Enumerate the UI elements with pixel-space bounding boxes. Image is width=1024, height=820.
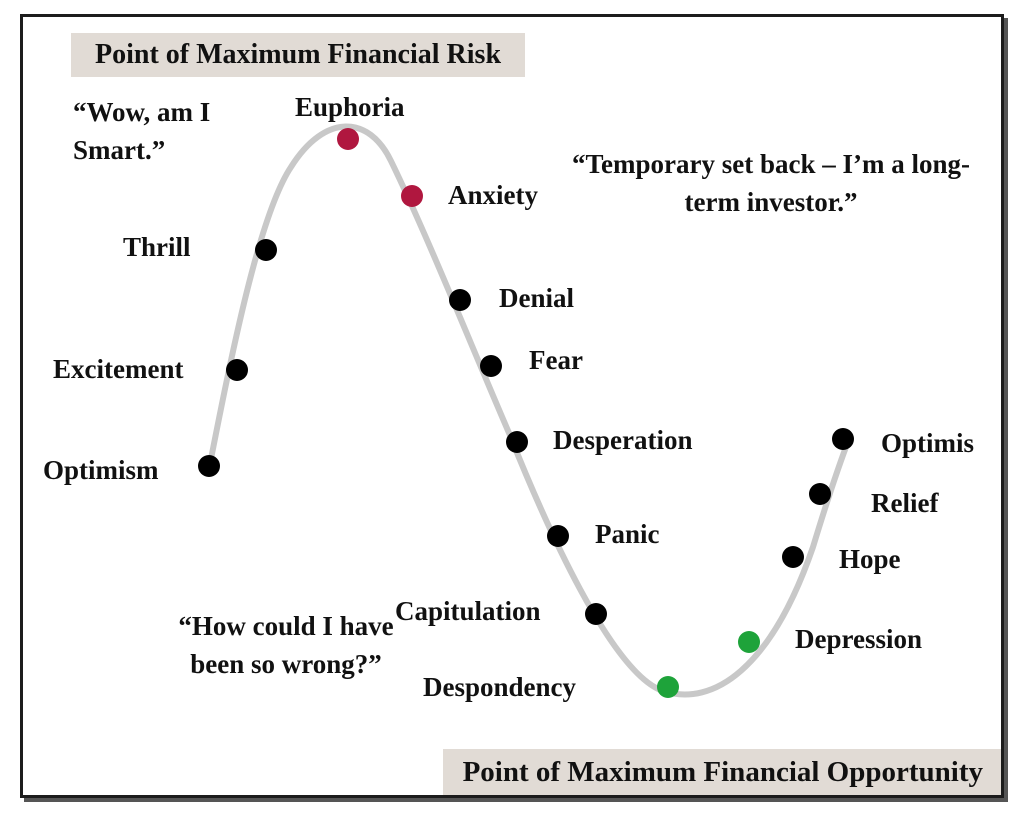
stage-label-desperation: Desperation xyxy=(553,425,693,455)
stage-dot-fear xyxy=(480,355,502,377)
stage-label-anxiety: Anxiety xyxy=(448,180,538,210)
stage-dot-optimism-2 xyxy=(832,428,854,450)
stage-label-excitement: Excitement xyxy=(53,354,184,384)
market-cycle-curve xyxy=(206,123,852,698)
stage-label-depression: Depression xyxy=(795,624,923,654)
stage-dot-hope xyxy=(782,546,804,568)
stage-dot-relief xyxy=(809,483,831,505)
stage-dot-euphoria xyxy=(337,128,359,150)
stage-dot-excitement xyxy=(226,359,248,381)
stage-dot-denial xyxy=(449,289,471,311)
stage-label-euphoria: Euphoria xyxy=(295,92,405,122)
stage-dot-desperation xyxy=(506,431,528,453)
stage-label-optimism-2: Optimis xyxy=(881,428,975,458)
stage-dot-thrill xyxy=(255,239,277,261)
stage-label-panic: Panic xyxy=(595,519,660,549)
stage-dot-depression xyxy=(738,631,760,653)
risk-banner: Point of Maximum Financial Risk xyxy=(71,33,526,77)
stage-label-fear: Fear xyxy=(529,345,583,375)
cycle-diagram xyxy=(198,123,854,698)
quote-setback: “Temporary set back – I’m a long-term in… xyxy=(572,149,970,217)
stage-dot-panic xyxy=(547,525,569,547)
diagram-frame: Point of Maximum Financial Risk Point of… xyxy=(20,14,1004,798)
stage-label-optimism: Optimism xyxy=(43,455,159,485)
stage-dot-despondency xyxy=(657,676,679,698)
stage-dot-capitulation xyxy=(585,603,607,625)
stage-label-capitulation: Capitulation xyxy=(395,596,541,626)
stage-dot-anxiety xyxy=(401,185,423,207)
stage-label-relief: Relief xyxy=(871,488,939,518)
opportunity-banner: Point of Maximum Financial Opportunity xyxy=(442,749,1001,795)
stage-dots xyxy=(198,128,854,698)
stage-label-denial: Denial xyxy=(499,283,575,313)
quote-smart: “Wow, am I Smart.” xyxy=(73,97,211,165)
quote-wrong: “How could I have been so wrong?” xyxy=(178,611,394,679)
stage-label-despondency: Despondency xyxy=(423,672,577,702)
stage-dot-optimism xyxy=(198,455,220,477)
stage-label-thrill: Thrill xyxy=(123,232,191,262)
stage-label-hope: Hope xyxy=(839,544,901,574)
